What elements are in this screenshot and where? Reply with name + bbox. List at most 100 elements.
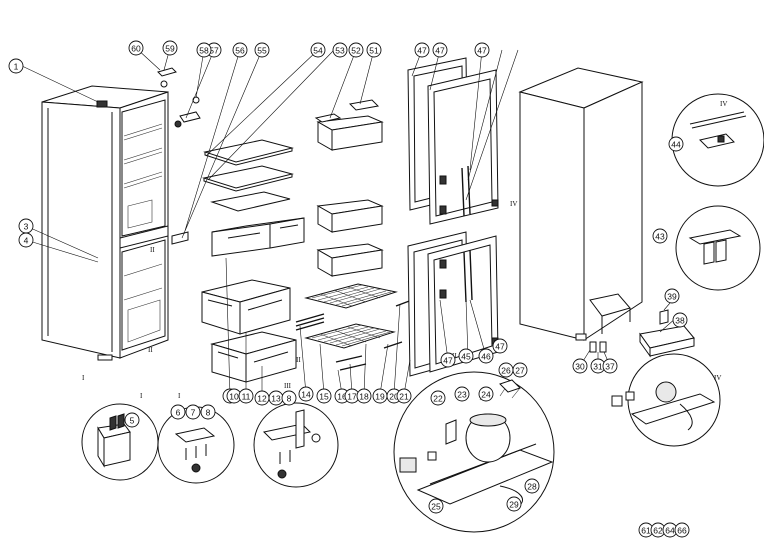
- part-tag-number: 6: [176, 408, 181, 418]
- door-balconies: [314, 99, 384, 277]
- part-tag-29: 29: [506, 496, 522, 512]
- part-tag-number: 57: [209, 46, 219, 56]
- part-tag-balloon: [572, 358, 588, 374]
- part-tag-number: 59: [165, 44, 175, 54]
- part-tag-number: 53: [335, 46, 345, 56]
- part-tag-balloon: [440, 352, 456, 368]
- part-tag-number: 64: [665, 526, 675, 536]
- part-tag-24: 24: [478, 386, 494, 402]
- part-tag-number: 28: [527, 482, 537, 492]
- view-label: III: [284, 382, 292, 390]
- part-tag-number: 58: [199, 46, 209, 56]
- part-tag-number: 47: [435, 46, 445, 56]
- part-tag-number: 4: [24, 236, 29, 246]
- part-tag-56: 56: [232, 42, 248, 58]
- part-tag-balloon: [238, 388, 254, 404]
- part-tag-balloon: [652, 228, 668, 244]
- part-tag-47: 47: [474, 42, 490, 58]
- part-tag-balloon: [414, 42, 430, 58]
- leader-lines: [21, 47, 677, 397]
- part-tag-number: 23: [457, 390, 467, 400]
- part-tag-balloon: [674, 522, 690, 538]
- part-tag-number: 15: [319, 392, 329, 402]
- fridge-cabinet: [41, 85, 169, 361]
- part-tag-number: 30: [575, 362, 585, 372]
- part-tag-47: 47: [432, 42, 448, 58]
- part-tag-number: 18: [359, 392, 369, 402]
- part-tags: 1345678910111213814151617181920212223242…: [8, 40, 690, 538]
- part-tag-number: 39: [667, 292, 677, 302]
- part-tag-27: 27: [512, 362, 528, 378]
- part-tag-23: 23: [454, 386, 470, 402]
- part-tag-balloon: [162, 40, 178, 56]
- part-tag-37: 37: [602, 358, 618, 374]
- part-tag-balloon: [668, 136, 684, 152]
- part-tag-45: 45: [458, 348, 474, 364]
- part-tag-47: 47: [440, 352, 456, 368]
- part-tag-number: 16: [337, 392, 347, 402]
- part-tag-number: 61: [641, 526, 651, 536]
- part-tag-number: 11: [242, 392, 251, 402]
- part-tag-number: 10: [229, 392, 239, 402]
- part-tag-number: 54: [313, 46, 323, 56]
- detail-view-iv-bottom: [611, 353, 721, 447]
- part-tag-number: 24: [481, 390, 491, 400]
- view-label: IV: [720, 100, 727, 108]
- view-label: II: [296, 356, 301, 364]
- view-label: II: [452, 352, 457, 360]
- part-tag-51: 51: [366, 42, 382, 58]
- part-tag-balloon: [196, 42, 212, 58]
- part-tag-balloon: [348, 42, 364, 58]
- detail-view-i: [81, 403, 159, 481]
- part-tag-54: 54: [310, 42, 326, 58]
- part-tag-number: 46: [481, 352, 491, 362]
- part-tag-8: 8: [281, 390, 297, 406]
- part-tag-number: 12: [257, 394, 267, 404]
- part-tag-5: 5: [124, 412, 140, 428]
- part-tag-47: 47: [414, 42, 430, 58]
- part-tag-balloon: [664, 288, 680, 304]
- detail-view-iii: [253, 402, 339, 488]
- part-tag-number: 47: [443, 356, 453, 366]
- part-tag-60: 60: [128, 40, 144, 56]
- part-tag-balloon: [232, 42, 248, 58]
- part-tag-number: 1: [14, 62, 19, 72]
- part-tag-21: 21: [396, 388, 412, 404]
- part-tag-12: 12: [254, 390, 270, 406]
- part-tag-17: 17: [344, 388, 360, 404]
- part-tag-1: 1: [8, 58, 24, 74]
- view-label: II: [150, 246, 155, 254]
- part-tag-balloon: [474, 42, 490, 58]
- part-tag-number: 5: [130, 416, 135, 426]
- part-tag-22: 22: [430, 390, 446, 406]
- view-label: IV: [714, 374, 721, 382]
- part-tag-38: 38: [672, 312, 688, 328]
- part-tag-number: 29: [509, 500, 519, 510]
- part-tag-number: 43: [655, 232, 665, 242]
- part-tag-balloon: [458, 348, 474, 364]
- part-tag-number: 62: [653, 526, 663, 536]
- part-tag-number: 21: [399, 392, 409, 402]
- part-tag-66: 66: [674, 522, 690, 538]
- detail-view-compressor: [393, 371, 555, 533]
- part-tag-balloon: [432, 42, 448, 58]
- part-tag-number: 55: [257, 46, 267, 56]
- part-tag-balloon: [316, 388, 332, 404]
- part-tag-number: 47: [417, 46, 427, 56]
- part-tag-46: 46: [478, 348, 494, 364]
- part-tag-30: 30: [572, 358, 588, 374]
- part-tag-number: 60: [131, 44, 141, 54]
- part-tag-number: 47: [495, 342, 505, 352]
- part-tag-balloon: [506, 496, 522, 512]
- part-tag-number: 26: [501, 366, 511, 376]
- part-tag-8: 8: [200, 404, 216, 420]
- part-tag-balloon: [8, 58, 24, 74]
- part-tag-58: 58: [196, 42, 212, 58]
- view-label: I: [140, 392, 143, 400]
- part-tag-balloon: [124, 412, 140, 428]
- part-tag-number: 47: [477, 46, 487, 56]
- part-tag-11: 11: [238, 388, 254, 404]
- part-tag-balloon: [128, 40, 144, 56]
- part-tag-balloon: [185, 404, 201, 420]
